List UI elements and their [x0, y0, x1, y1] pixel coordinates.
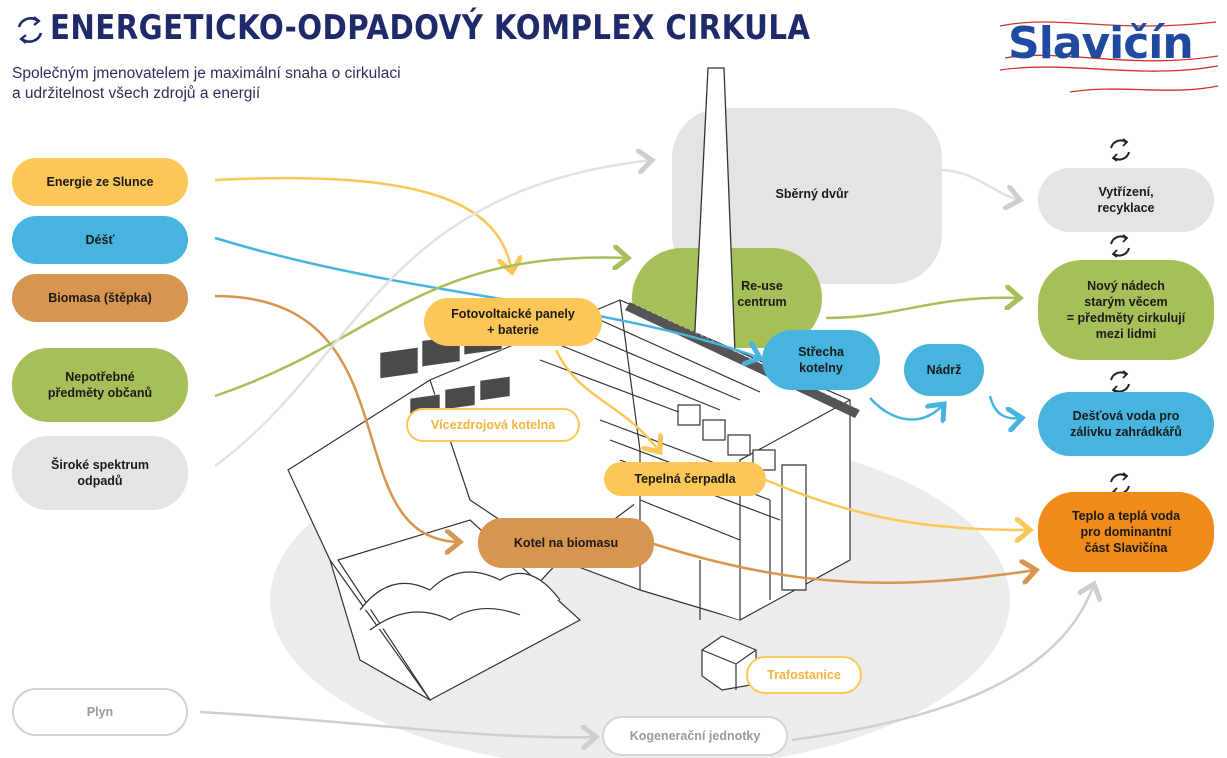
pv-panels-label: Fotovoltaické panely + baterie [424, 298, 602, 346]
recycle-icon-rainwater [1110, 370, 1130, 394]
logo-waves [999, 21, 1219, 93]
arrow-gas-to-cogen [199, 710, 596, 737]
input-gas: Plyn [12, 688, 188, 736]
transformer-label: Trafostanice [746, 656, 862, 694]
slavicin-logo: Slavičín [1008, 18, 1194, 69]
reuse-center-label: Re-use centrum [737, 279, 787, 309]
page-title: ENERGETICKO-ODPADOVÝ KOMPLEX CIRKULA [50, 8, 811, 48]
collection-yard-shape [672, 108, 942, 284]
arrow-reuse-to-newlife [825, 298, 1020, 320]
cogeneration-label: Kogenerační jednotky [602, 716, 788, 756]
tank-label: Nádrž [904, 344, 984, 396]
input-unused-items: Nepotřebné předměty občanů [12, 348, 188, 422]
output-sorting: Vytřízení, recyklace [1038, 168, 1214, 232]
recycle-icon [17, 16, 43, 44]
recycle-icon-sorting [1110, 138, 1130, 162]
arrow-heatpumps-to-heat [765, 478, 1030, 530]
arrow-waste-to-yard [214, 160, 652, 468]
input-waste: Široké spektrum odpadů [12, 436, 188, 510]
arrow-yard-to-sorting [939, 168, 1020, 200]
collection-yard-label: Sběrný dvůr [775, 187, 849, 201]
input-rain: Déšť [12, 216, 188, 264]
biomass-boiler-label: Kotel na biomasu [478, 518, 654, 568]
recycle-icon-newlife [1110, 234, 1130, 258]
arrow-items-to-reuse [214, 258, 628, 398]
page-subtitle: Společným jmenovatelem je maximální snah… [12, 65, 401, 102]
arrow-roof-to-tank [869, 397, 944, 419]
output-rainwater: Dešťová voda pro zálivku zahrádkářů [1038, 392, 1214, 456]
arrow-boiler-to-heat [653, 542, 1036, 583]
multi-source-boiler-label: Vícezdrojová kotelna [406, 408, 580, 442]
output-heat: Teplo a teplá voda pro dominantní část S… [1038, 492, 1214, 572]
heat-pumps-label: Tepelná čerpadla [604, 462, 766, 496]
output-new-life: Nový nádech starým věcem = předměty cirk… [1038, 260, 1214, 360]
arrow-tank-to-rainwater [988, 395, 1022, 418]
arrow-biomass-to-boiler [214, 294, 460, 542]
arrow-sun-to-pv [214, 176, 512, 272]
input-biomass: Biomasa (štěpka) [12, 274, 188, 322]
input-sun: Energie ze Slunce [12, 158, 188, 206]
arrow-cogen-to-heat [791, 584, 1094, 742]
boiler-roof-label: Střecha kotelny [762, 330, 880, 390]
arrow-pv-to-heatpumps [554, 349, 660, 452]
